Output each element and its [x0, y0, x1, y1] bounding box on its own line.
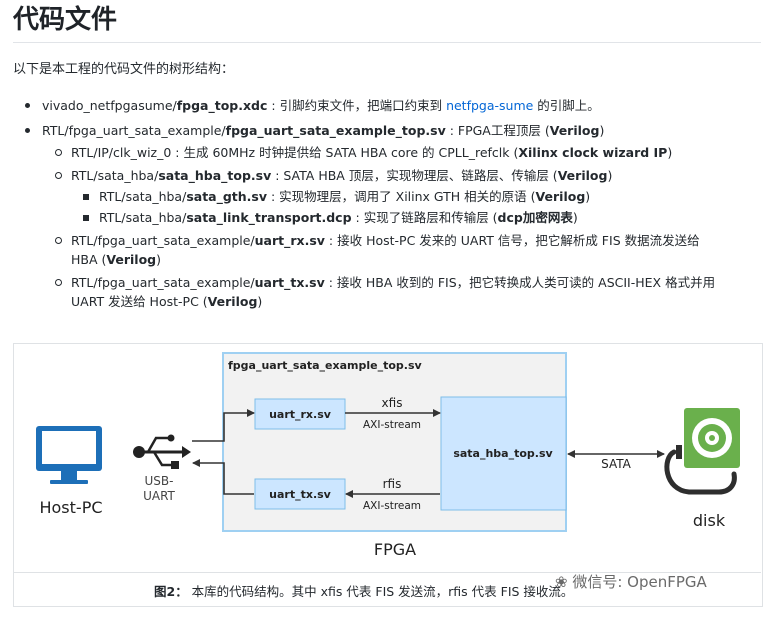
file-name: sata_link_transport.dcp [186, 210, 352, 225]
file-lang: Verilog [535, 189, 586, 204]
paren: ) [585, 189, 591, 204]
disk-label: disk [693, 511, 726, 530]
file-desc: 的引脚上。 [533, 98, 600, 113]
list-item: RTL/fpga_uart_sata_example/fpga_uart_sat… [13, 121, 763, 311]
list-item: RTL/IP/clk_wiz_0 : 生成 60MHz 时钟提供给 SATA H… [42, 143, 763, 162]
file-name: uart_tx.sv [254, 275, 325, 290]
file-path: RTL/sata_hba/ [99, 189, 187, 204]
host-pc-label: Host-PC [39, 498, 102, 517]
usb-uart-label-2: UART [143, 489, 175, 503]
list-item: RTL/sata_hba/sata_gth.sv : 实现物理层，调用了 Xil… [71, 187, 763, 206]
file-path: vivado_netfpgasume/ [42, 98, 177, 113]
title-divider [13, 42, 761, 43]
file-desc: : 实现物理层，调用了 Xilinx GTH 相关的原语 ( [267, 189, 536, 204]
netfpga-sume-link[interactable]: netfpga-sume [446, 98, 534, 113]
file-lang: Verilog [106, 252, 157, 267]
fpga-label: FPGA [374, 540, 416, 559]
watermark-text: 微信号: OpenFPGA [572, 573, 707, 591]
file-lang: Xilinx clock wizard IP [518, 145, 668, 160]
paren: ) [572, 210, 578, 225]
file-path: RTL/fpga_uart_sata_example/ [71, 275, 255, 290]
monitor-icon [36, 426, 102, 484]
uart-rx-block [254, 398, 346, 430]
file-desc: HBA ( [71, 252, 107, 267]
figure-caption: 图2： 本库的代码结构。其中 xfis 代表 FIS 发送流，rfis 代表 F… [154, 581, 573, 600]
list-item: RTL/sata_hba/sata_link_transport.dcp : 实… [71, 208, 763, 227]
file-desc: : 引脚约束文件，把端口约束到 [267, 98, 447, 113]
file-desc: : 接收 HBA 收到的 FIS，把它转换成人类可读的 ASCII-HEX 格式… [324, 275, 716, 290]
architecture-diagram: fpga_uart_sata_example_top.sv uart_rx.sv… [36, 352, 740, 559]
axi-stream-label-2: AXI-stream [363, 500, 421, 512]
file-name: sata_hba_top.sv [158, 168, 272, 183]
uart-tx-label: uart_tx.sv [269, 488, 332, 501]
usb-uart-label-1: USB- [145, 474, 174, 488]
sata-hba-label: sata_hba_top.sv [453, 447, 553, 460]
list-item: RTL/sata_hba/sata_hba_top.sv : SATA HBA … [42, 166, 763, 227]
caption-row: 图2： 本库的代码结构。其中 xfis 代表 FIS 发送流，rfis 代表 F… [13, 572, 761, 606]
file-desc: : FPGA工程顶层 ( [445, 123, 550, 138]
list-item: RTL/fpga_uart_sata_example/uart_tx.sv : … [42, 273, 763, 311]
list-item: vivado_netfpgasume/fpga_top.xdc : 引脚约束文件… [13, 96, 763, 115]
intro-text: 以下是本工程的代码文件的树形结构： [13, 62, 235, 77]
file-name: sata_gth.sv [186, 189, 268, 204]
file-lang: Verilog [549, 123, 600, 138]
paren: ) [667, 145, 673, 160]
file-tree: vivado_netfpgasume/fpga_top.xdc : 引脚约束文件… [13, 96, 763, 317]
caption-text: 本库的代码结构。其中 xfis 代表 FIS 发送流，rfis 代表 FIS 接… [187, 584, 574, 599]
file-desc: : 生成 60MHz 时钟提供给 SATA HBA core 的 CPLL_re… [171, 145, 519, 160]
paren: ) [257, 294, 263, 309]
disk-icon [664, 408, 740, 495]
rfis-label: rfis [383, 477, 402, 491]
tx-to-usb-line [192, 459, 254, 495]
figure: fpga_uart_sata_example_top.sv uart_rx.sv… [13, 343, 763, 607]
file-lang: Verilog [207, 294, 258, 309]
paren: ) [607, 168, 613, 183]
usb-icon [133, 434, 191, 469]
file-path: RTL/fpga_uart_sata_example/ [42, 123, 226, 138]
uart-rx-label: uart_rx.sv [269, 408, 332, 421]
xfis-label: xfis [382, 396, 403, 410]
file-desc: : 实现了链路层和传输层 ( [351, 210, 498, 225]
file-path: RTL/fpga_uart_sata_example/ [71, 233, 255, 248]
file-desc: : SATA HBA 顶层，实现物理层、链路层、传输层 ( [271, 168, 558, 183]
file-desc: UART 发送给 Host-PC ( [71, 294, 208, 309]
file-name: uart_rx.sv [254, 233, 325, 248]
file-path: RTL/IP/clk_wiz_0 [71, 145, 172, 160]
sata-label: SATA [601, 457, 632, 471]
uart-tx-block [254, 478, 346, 510]
file-lang: Verilog [557, 168, 608, 183]
axi-stream-label-1: AXI-stream [363, 419, 421, 431]
paren: ) [599, 123, 605, 138]
file-name: fpga_uart_sata_example_top.sv [225, 123, 446, 138]
file-lang: dcp加密网表 [497, 210, 573, 225]
file-name: fpga_top.xdc [176, 98, 268, 113]
usb-to-rx-line [192, 409, 255, 442]
top-module-label: fpga_uart_sata_example_top.sv [228, 359, 423, 372]
caption-label: 图2： [154, 584, 188, 599]
paren: ) [156, 252, 162, 267]
sata-hba-block [440, 396, 567, 511]
list-item: RTL/fpga_uart_sata_example/uart_rx.sv : … [42, 231, 763, 269]
wechat-icon: ❀ [555, 573, 573, 591]
file-desc: : 接收 Host-PC 发来的 UART 信号，把它解析成 FIS 数据流发送… [324, 233, 700, 248]
file-path: RTL/sata_hba/ [99, 210, 187, 225]
file-path: RTL/sata_hba/ [71, 168, 159, 183]
page-title: 代码文件 [13, 5, 118, 35]
watermark: ❀ 微信号: OpenFPGA [555, 571, 707, 592]
